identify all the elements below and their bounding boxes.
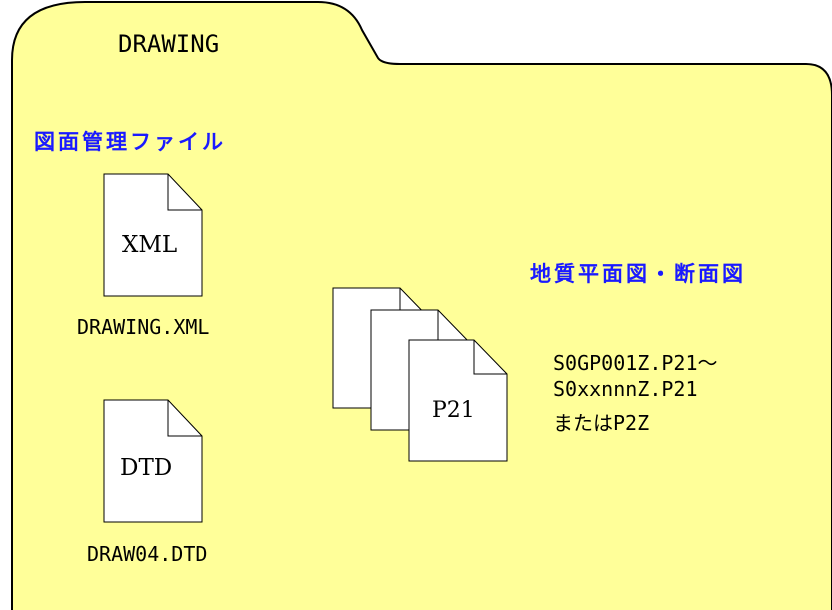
folder-shape	[11, 0, 832, 610]
p21-file-stack-icon	[332, 287, 508, 462]
geology-drawings-label: 地質平面図・断面図	[530, 262, 746, 286]
p21-name-line-1: S0GP001Z.P21～	[553, 351, 718, 375]
dtd-file-icon	[103, 399, 203, 523]
xml-filename: DRAWING.XML	[77, 315, 210, 339]
p21-name-line-3: またはP2Z	[553, 411, 650, 435]
p21-name-line-2: S0xxnnnZ.P21	[553, 377, 698, 401]
dtd-icon-label: DTD	[120, 455, 173, 481]
xml-file-icon	[103, 173, 203, 297]
p21-icon-label: P21	[432, 398, 475, 423]
folder-title: DRAWING	[118, 30, 220, 58]
dtd-filename: DRAW04.DTD	[87, 542, 208, 566]
management-file-label: 図面管理ファイル	[34, 130, 226, 154]
xml-icon-label: XML	[122, 232, 178, 258]
